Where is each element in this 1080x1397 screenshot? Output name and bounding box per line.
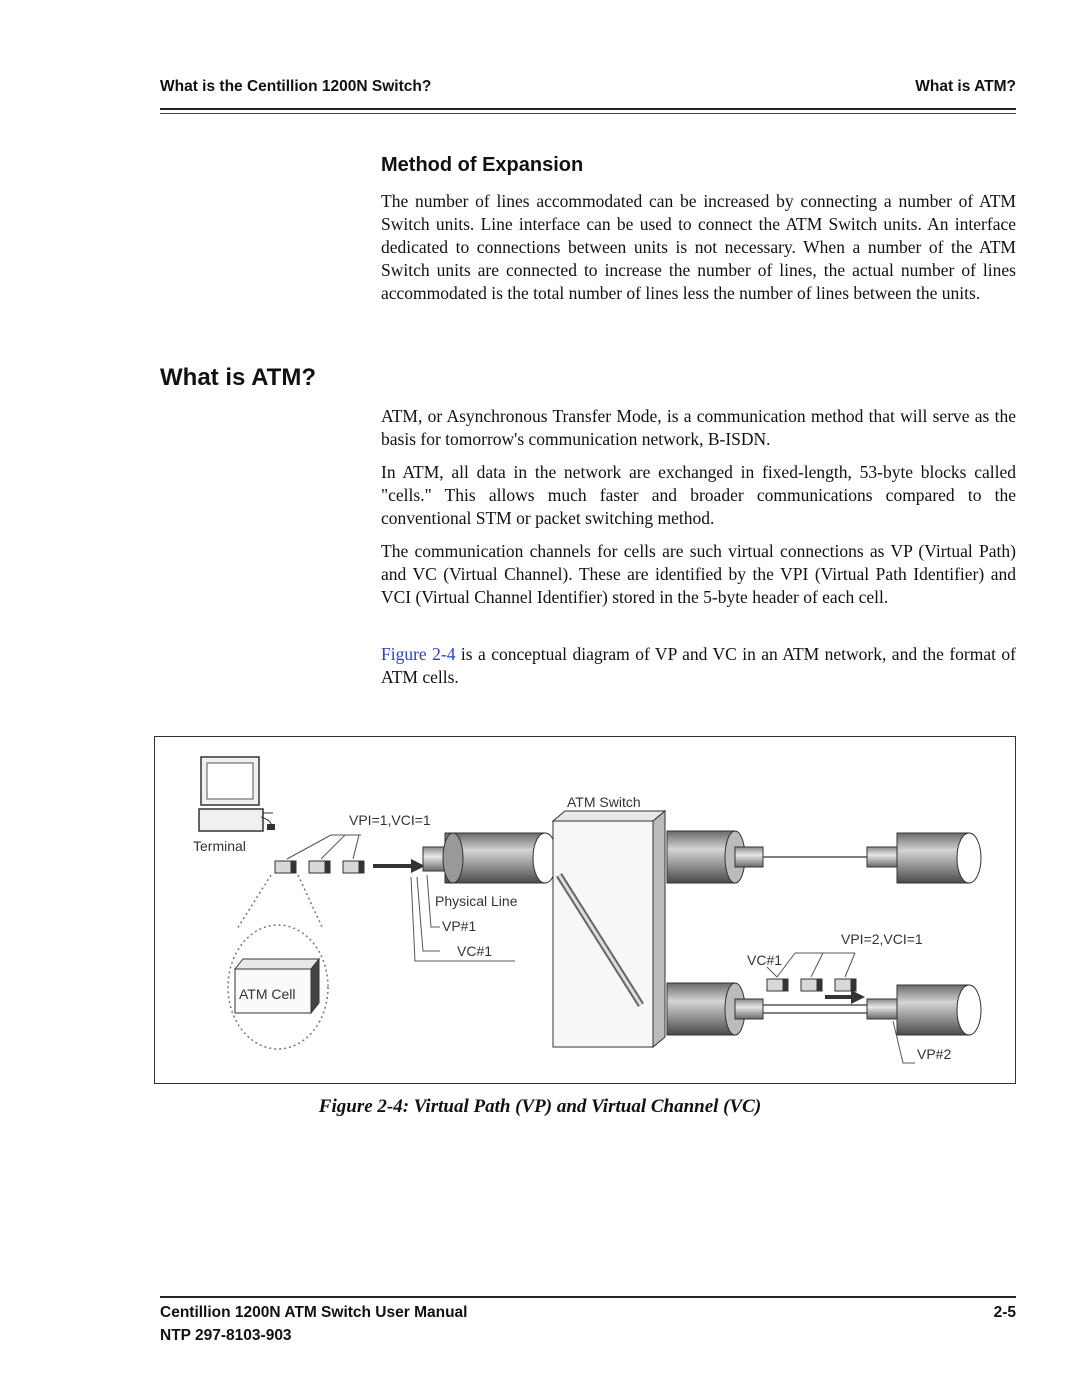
vpi1-bracket [286,834,361,860]
page-number: 2-5 [993,1304,1016,1321]
footer-manual-title: Centillion 1200N ATM Switch User Manual [160,1304,468,1321]
physical-line-right-top [666,830,982,884]
cell-flow-arrow-left [373,859,425,873]
atm-cell-label: ATM Cell [239,986,296,1002]
terminal-label: Terminal [193,838,246,854]
atm-paragraph-4: Figure 2-4 is a conceptual diagram of VP… [381,643,1016,689]
atm-paragraph-3: The communication channels for cells are… [381,541,1016,607]
left-leader-lines [410,874,515,962]
footer-ntp-number: NTP 297-8103-903 [160,1327,292,1344]
vpi1-label: VPI=1,VCI=1 [349,812,431,828]
section-heading-expansion: Method of Expansion [381,154,584,176]
cell-flow-arrow-right [825,990,865,1004]
terminal-icon [198,756,275,832]
atm-cell-icon [233,957,321,1015]
vp1-label: VP#1 [442,918,476,934]
physical-line-cylinder-left [422,832,558,884]
vc1-label: VC#1 [457,943,492,959]
vp-vc-diagram: Terminal ATM Cell VPI=1,VCI= [193,756,982,1064]
atm-paragraph-1: ATM, or Asynchronous Transfer Mode, is a… [381,406,1016,449]
vpi2-label: VPI=2,VCI=1 [841,931,923,947]
figure-frame: Terminal ATM Cell VPI=1,VCI= [154,736,1016,1084]
header-rule-thin [160,113,1016,114]
atm-cell-bubble [227,874,329,1050]
atm-switch-label: ATM Switch [567,794,641,810]
vc1-right-label: VC#1 [747,952,782,968]
section-heading-atm: What is ATM? [160,364,316,391]
figure-caption: Figure 2-4: Virtual Path (VP) and Virtua… [318,1096,762,1117]
atm-switch-box [551,809,667,1049]
running-header-chapter: What is the Centillion 1200N Switch? [160,78,432,95]
physical-line-right-bottom [666,982,982,1036]
figure-reference-link[interactable]: Figure 2-4 [381,644,456,664]
atm-paragraph-2: In ATM, all data in the network are exch… [381,462,1016,528]
vpi2-bracket [766,952,856,978]
cells-group-left [274,860,365,874]
physical-line-label: Physical Line [435,893,518,909]
footer-rule [160,1296,1016,1298]
atm-paragraph-4-text: is a conceptual diagram of VP and VC in … [381,644,1016,687]
cells-group-right [766,978,857,992]
running-header-section: What is ATM? [915,78,1016,95]
expansion-paragraph: The number of lines accommodated can be … [381,191,1016,303]
vp2-label: VP#2 [917,1046,951,1062]
header-rule-thick [160,108,1016,110]
vp2-leader [892,1020,915,1064]
